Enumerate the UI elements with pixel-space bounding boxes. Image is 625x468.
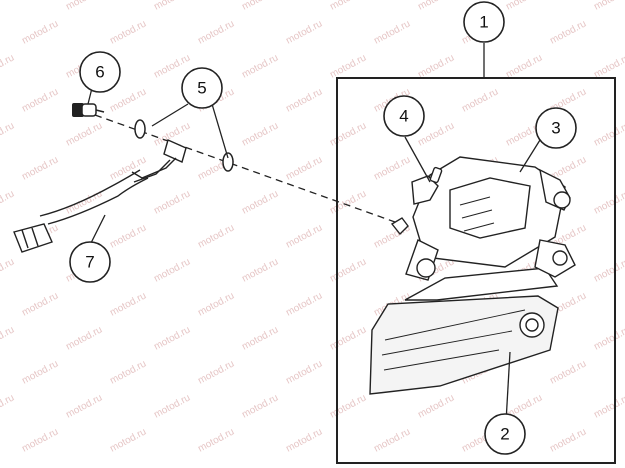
callout-4-label: 4	[399, 107, 408, 126]
watermark-text: motod.ru	[0, 0, 16, 13]
watermark-text: motod.ru	[284, 426, 324, 454]
watermark-text: motod.ru	[20, 426, 60, 454]
watermark-text: motod.ru	[152, 0, 192, 13]
watermark-text: motod.ru	[108, 222, 148, 250]
watermark-text: motod.ru	[108, 358, 148, 386]
callout-7-label: 7	[85, 253, 94, 272]
watermark-text: motod.ru	[240, 256, 280, 284]
watermark-text: motod.ru	[416, 392, 456, 420]
watermark-text: motod.ru	[0, 188, 16, 216]
callout-7: 7	[69, 241, 111, 283]
watermark-text: motod.ru	[372, 18, 412, 46]
watermark-text: motod.ru	[416, 0, 456, 13]
watermark-text: motod.ru	[108, 18, 148, 46]
watermark-text: motod.ru	[64, 0, 104, 13]
watermark-text: motod.ru	[372, 154, 412, 182]
watermark-text: motod.ru	[284, 222, 324, 250]
callout-6-label: 6	[95, 63, 104, 82]
watermark-text: motod.ru	[196, 358, 236, 386]
callout-1-label: 1	[479, 13, 488, 32]
watermark-text: motod.ru	[548, 18, 588, 46]
watermark-text: motod.ru	[20, 18, 60, 46]
watermark-text: motod.ru	[240, 392, 280, 420]
watermark-text: motod.ru	[108, 426, 148, 454]
watermark-text: motod.ru	[592, 392, 625, 420]
watermark-text: motod.ru	[592, 120, 625, 148]
watermark-text: motod.ru	[372, 426, 412, 454]
watermark-text: motod.ru	[0, 324, 16, 352]
watermark-text: motod.ru	[328, 256, 368, 284]
watermark-text: motod.ru	[240, 0, 280, 13]
watermark-text: motod.ru	[108, 86, 148, 114]
watermark-text: motod.ru	[328, 324, 368, 352]
watermark-text: motod.ru	[64, 324, 104, 352]
watermark-text: motod.ru	[152, 188, 192, 216]
watermark-text: motod.ru	[240, 324, 280, 352]
watermark-text: motod.ru	[0, 120, 16, 148]
callout-3: 3	[535, 107, 577, 149]
watermark-text: motod.ru	[328, 52, 368, 80]
watermark-text: motod.ru	[20, 358, 60, 386]
watermark-text: motod.ru	[592, 0, 625, 13]
caliper-assembly-part	[369, 156, 576, 395]
assembly-frame	[336, 77, 616, 464]
watermark-text: motod.ru	[284, 86, 324, 114]
watermark-text: motod.ru	[504, 0, 544, 13]
watermark-text: motod.ru	[284, 154, 324, 182]
watermark-text: motod.ru	[504, 52, 544, 80]
watermark-text: motod.ru	[548, 426, 588, 454]
callout-4: 4	[383, 95, 425, 137]
watermark-text: motod.ru	[0, 392, 16, 420]
watermark-text: motod.ru	[20, 154, 60, 182]
watermark-text: motod.ru	[196, 290, 236, 318]
watermark-text: motod.ru	[0, 52, 16, 80]
sealing-rings-part	[134, 119, 234, 172]
watermark-text: motod.ru	[284, 18, 324, 46]
watermark-text: motod.ru	[196, 426, 236, 454]
callout-2-label: 2	[500, 425, 509, 444]
watermark-text: motod.ru	[196, 222, 236, 250]
brake-line-part	[13, 139, 187, 253]
watermark-text: motod.ru	[108, 290, 148, 318]
watermark-text: motod.ru	[20, 290, 60, 318]
watermark-text: motod.ru	[64, 392, 104, 420]
watermark-text: motod.ru	[592, 256, 625, 284]
watermark-text: motod.ru	[328, 188, 368, 216]
watermark-text: motod.ru	[592, 52, 625, 80]
callout-5: 5	[181, 67, 223, 109]
watermark-text: motod.ru	[196, 18, 236, 46]
watermark-text: motod.ru	[592, 324, 625, 352]
watermark-text: motod.ru	[64, 120, 104, 148]
watermark-text: motod.ru	[152, 256, 192, 284]
callout-5-label: 5	[197, 79, 206, 98]
watermark-text: motod.ru	[460, 86, 500, 114]
watermark-text: motod.ru	[328, 0, 368, 13]
watermark-text: motod.ru	[548, 358, 588, 386]
watermark-text: motod.ru	[240, 120, 280, 148]
callout-1: 1	[463, 1, 505, 43]
watermark-text: motod.ru	[284, 358, 324, 386]
watermark-text: motod.ru	[328, 120, 368, 148]
leader-lines	[87, 43, 541, 423]
watermark-text: motod.ru	[328, 392, 368, 420]
callout-2: 2	[484, 413, 526, 455]
banjo-bolt-part	[72, 103, 105, 117]
watermark-text: motod.ru	[152, 392, 192, 420]
watermark-text: motod.ru	[592, 188, 625, 216]
watermark-text: motod.ru	[416, 52, 456, 80]
watermark-text: motod.ru	[20, 86, 60, 114]
callout-6: 6	[79, 51, 121, 93]
watermark-text: motod.ru	[0, 256, 16, 284]
watermark-text: motod.ru	[152, 324, 192, 352]
callout-3-label: 3	[551, 119, 560, 138]
watermark-text: motod.ru	[240, 52, 280, 80]
watermark-text: motod.ru	[240, 188, 280, 216]
watermark-text: motod.ru	[284, 290, 324, 318]
